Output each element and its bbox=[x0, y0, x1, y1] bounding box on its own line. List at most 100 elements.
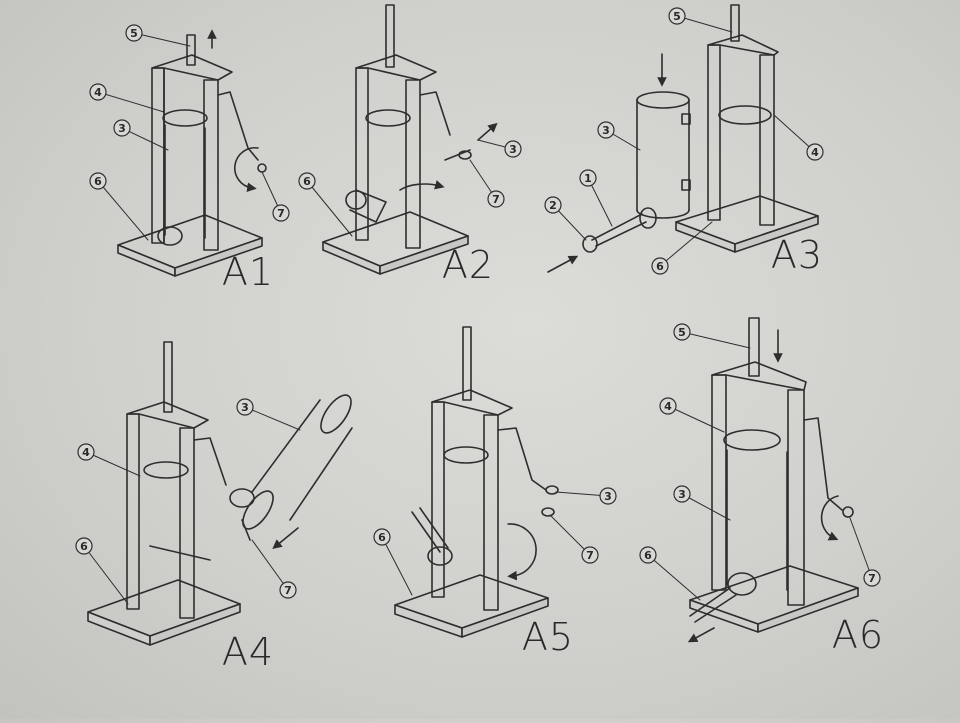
base-plate bbox=[394, 574, 549, 638]
outlet bbox=[345, 190, 367, 210]
callout-a4-part-6: 6 bbox=[75, 537, 129, 605]
piston-rod bbox=[462, 326, 472, 401]
outlet bbox=[727, 572, 757, 596]
panel-label-a5: A5 bbox=[522, 615, 574, 659]
piston-rod bbox=[385, 4, 395, 68]
piston-rod bbox=[186, 34, 196, 66]
rotation-arrow bbox=[399, 180, 445, 191]
panel-label-a6: A6 bbox=[832, 613, 884, 657]
callout-number: 3 bbox=[678, 488, 686, 501]
crank-handle bbox=[217, 91, 259, 161]
callout-a2-part-3: 3 bbox=[477, 139, 522, 158]
direction-arrow bbox=[547, 255, 579, 273]
frame bbox=[707, 34, 779, 226]
callout-number: 7 bbox=[277, 207, 285, 220]
callout-a6-part-3: 3 bbox=[673, 485, 731, 521]
callout-a1-part-5: 5 bbox=[125, 24, 191, 47]
crank-handle bbox=[193, 437, 227, 486]
crank-handle bbox=[419, 91, 451, 136]
callout-a6-part-5: 5 bbox=[673, 323, 751, 349]
callout-number: 6 bbox=[80, 540, 88, 553]
callout-number: 6 bbox=[378, 531, 386, 544]
callout-a6-part-4: 4 bbox=[659, 397, 725, 433]
panel-label-a4: A4 bbox=[222, 630, 274, 674]
callout-a1-part-3: 3 bbox=[113, 119, 169, 151]
callout-a3-part-3: 3 bbox=[597, 121, 641, 151]
crank-handle bbox=[497, 427, 547, 491]
rotation-arrow bbox=[507, 523, 537, 581]
callout-a5-part-3: 3 bbox=[555, 487, 617, 505]
base-plate bbox=[117, 214, 263, 277]
cylinder bbox=[636, 91, 691, 219]
panel-a1 bbox=[117, 29, 267, 277]
frame bbox=[711, 361, 807, 606]
piston-rod bbox=[748, 317, 760, 377]
direction-arrow bbox=[477, 122, 498, 141]
callout-number: 7 bbox=[492, 193, 500, 206]
cylinder bbox=[726, 449, 788, 591]
direction-arrow bbox=[687, 627, 715, 643]
panel-label-a2: A2 bbox=[442, 243, 494, 287]
piston-plate bbox=[143, 461, 189, 479]
panel-a2 bbox=[322, 4, 498, 275]
callout-number: 3 bbox=[602, 124, 610, 137]
callout-number: 4 bbox=[664, 400, 672, 413]
callout-number: 5 bbox=[673, 10, 681, 23]
callout-number: 4 bbox=[811, 146, 819, 159]
base-plate bbox=[675, 195, 819, 253]
frame bbox=[151, 54, 233, 251]
callout-number: 7 bbox=[586, 549, 594, 562]
callout-number: 3 bbox=[241, 401, 249, 414]
panel-a3 bbox=[547, 4, 819, 273]
outlet bbox=[157, 226, 183, 246]
piston-plate bbox=[443, 446, 489, 464]
piston-plate bbox=[718, 105, 772, 125]
callout-number: 7 bbox=[868, 572, 876, 585]
callout-number: 4 bbox=[82, 446, 90, 459]
base-plate bbox=[689, 565, 859, 633]
callout-a4-part-7: 7 bbox=[251, 539, 297, 599]
cylinder bbox=[164, 124, 206, 239]
frame bbox=[126, 401, 209, 619]
callout-number: 3 bbox=[118, 122, 126, 135]
callout-a1-part-6: 6 bbox=[89, 172, 149, 241]
callout-number: 6 bbox=[656, 260, 664, 273]
panel-a6 bbox=[687, 317, 859, 643]
piston-plate bbox=[723, 429, 781, 451]
piston-plate bbox=[365, 109, 411, 127]
callout-a1-part-7: 7 bbox=[261, 171, 290, 222]
direction-arrow bbox=[272, 527, 299, 550]
panel-a4 bbox=[87, 341, 353, 646]
callout-a3-part-2: 2 bbox=[544, 196, 587, 241]
callout-number: 4 bbox=[94, 86, 102, 99]
callout-number: 6 bbox=[94, 175, 102, 188]
callout-a6-part-7: 7 bbox=[849, 517, 881, 587]
callout-a4-part-4: 4 bbox=[77, 443, 141, 477]
callout-number: 2 bbox=[549, 199, 557, 212]
callout-number: 3 bbox=[604, 490, 612, 503]
nozzle-assembly bbox=[411, 507, 453, 566]
callout-a3-part-6: 6 bbox=[651, 221, 713, 275]
piston-plate bbox=[162, 109, 208, 127]
callout-a2-part-7: 7 bbox=[469, 159, 505, 208]
callout-a5-part-7: 7 bbox=[549, 514, 599, 564]
callout-a1-part-4: 4 bbox=[89, 83, 165, 113]
base-plate bbox=[322, 211, 469, 275]
callout-a5-part-6: 6 bbox=[373, 528, 413, 596]
callout-number: 6 bbox=[303, 175, 311, 188]
piston-rod bbox=[163, 341, 173, 413]
nozzle-assembly bbox=[689, 587, 737, 623]
panel-label-a3: A3 bbox=[771, 233, 823, 277]
callout-a2-part-6: 6 bbox=[298, 172, 353, 237]
callout-number: 3 bbox=[509, 143, 517, 156]
frame bbox=[355, 54, 437, 249]
crank-handle bbox=[803, 417, 843, 511]
callout-a3-part-4: 4 bbox=[773, 114, 824, 161]
base-plate bbox=[87, 579, 241, 646]
panel-a5 bbox=[394, 326, 559, 638]
piston-rod bbox=[730, 4, 740, 42]
callout-a6-part-6: 6 bbox=[639, 546, 701, 601]
